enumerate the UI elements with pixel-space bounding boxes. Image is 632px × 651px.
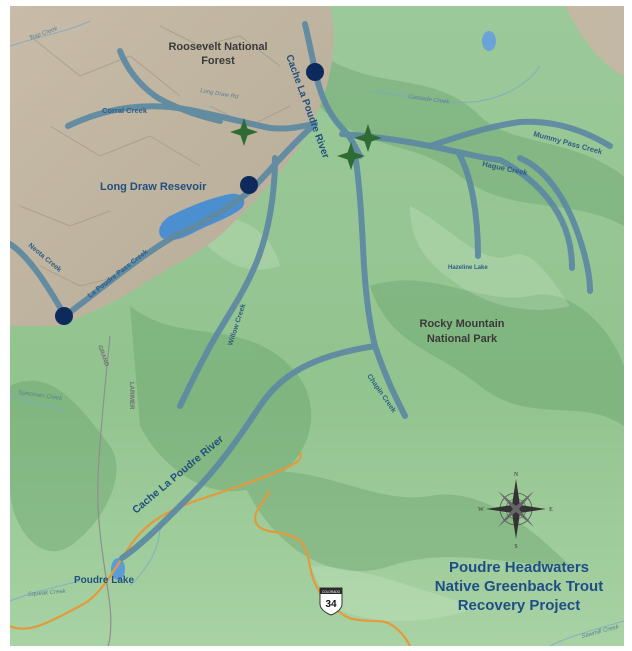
park-label-line2: National Park xyxy=(427,333,498,345)
compass-e: E xyxy=(549,507,553,513)
park-label-line1: Rocky Mountain xyxy=(420,318,505,330)
hague-creek-c xyxy=(517,155,593,294)
reservoir-shape xyxy=(159,193,245,240)
highway-shield: COLORADO 34 xyxy=(319,587,343,616)
shield-number-label: 34 xyxy=(325,599,337,610)
marker-circle-2[interactable] xyxy=(240,176,258,194)
forest-label-line2: Forest xyxy=(201,55,235,67)
site-markers[interactable] xyxy=(55,63,382,325)
compass-w: W xyxy=(478,507,484,513)
faint-streams xyxy=(10,20,624,646)
reservoir-label: Long Draw Resevoir xyxy=(100,181,207,193)
cache-la-poudre-main xyxy=(119,151,378,561)
rock-texture xyxy=(19,25,291,287)
compass-s: S xyxy=(514,544,517,550)
poudre-lake-label: Poudre Lake xyxy=(74,575,134,586)
willow-creek xyxy=(177,155,278,409)
county-line xyxy=(97,335,112,646)
squeak-creek-label: Squeak Creek xyxy=(28,589,67,598)
marker-star-1[interactable] xyxy=(230,118,258,146)
marker-star-3[interactable] xyxy=(337,142,365,170)
neota-creek xyxy=(10,241,68,319)
pond xyxy=(482,31,496,51)
larimer-county-label: LARIMER xyxy=(128,382,134,410)
forest-label-line1: Roosevelt National xyxy=(168,41,267,53)
shield-state-label: COLORADO xyxy=(322,590,341,594)
la-poudre-pass-creek xyxy=(62,121,318,319)
marker-circle-1[interactable] xyxy=(306,63,324,81)
cache-la-poudre-main-upper xyxy=(312,67,363,159)
corral-label: Corral Creek xyxy=(102,106,148,115)
marker-circle-3[interactable] xyxy=(55,307,73,325)
map-title-line3: Recovery Project xyxy=(458,597,581,614)
small-lake-label: Hazeline Lake xyxy=(448,265,488,271)
river-network[interactable] xyxy=(10,21,613,561)
poudre-lake-shape xyxy=(111,558,125,580)
rocky-terrain xyxy=(10,6,334,326)
mummy-pass-creek xyxy=(427,118,613,149)
cascade-creek-label: Cascade Creek xyxy=(408,94,451,106)
rocky-terrain-right xyxy=(565,6,624,76)
map-canvas[interactable]: Roosevelt National Forest Rocky Mountain… xyxy=(10,6,624,646)
compass-rose: N S E W xyxy=(478,472,553,550)
hague-creek-b xyxy=(497,157,575,271)
marker-star-2[interactable] xyxy=(354,124,382,152)
highway-road[interactable] xyxy=(10,451,411,646)
compass-n: N xyxy=(514,472,519,478)
chapin-creek xyxy=(372,343,408,419)
map-title-line1: Poudre Headwaters xyxy=(449,559,589,576)
corral-creek xyxy=(65,103,318,132)
north-fork xyxy=(117,48,223,124)
hague-creek-a xyxy=(455,149,481,259)
map-title-line2: Native Greenback Trout xyxy=(435,578,603,595)
